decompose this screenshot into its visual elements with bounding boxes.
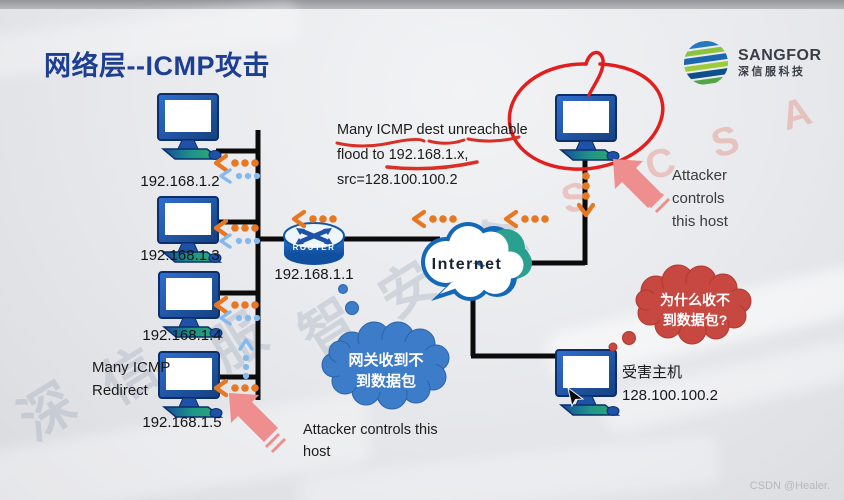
redirect-annotation: Many ICMP Redirect bbox=[92, 356, 170, 402]
icmp-flow-arrow-up bbox=[238, 338, 254, 381]
internet-cloud: Internet bbox=[421, 222, 532, 301]
attacker-note-line: Attacker bbox=[672, 167, 728, 184]
victim-thought-text: 为什么收不 到数据包? bbox=[638, 290, 752, 330]
flood-annotation: Many ICMP dest unreachable flood to 192.… bbox=[337, 118, 528, 193]
victim-labels: 受害主机 128.100.100.2 bbox=[622, 361, 718, 407]
victim-host-label: 受害主机 bbox=[622, 364, 683, 381]
cursor-icon bbox=[567, 386, 585, 408]
computer-icon-victim bbox=[555, 349, 620, 417]
icmp-flow-arrow bbox=[219, 233, 262, 249]
gateway-thought-text: 网关收到不 到数据包 bbox=[328, 350, 444, 392]
host-ip-label: 192.168.1.2 bbox=[140, 173, 220, 190]
icmp-flow-arrow bbox=[216, 381, 259, 395]
csdn-watermark: CSDN @Healer. bbox=[749, 480, 830, 492]
host-ip-label: 192.168.1.4 bbox=[142, 327, 222, 344]
gateway-thought-cloud bbox=[321, 284, 450, 410]
flood-line: flood to 192.168.1.x, bbox=[337, 147, 469, 163]
redirect-line: Redirect bbox=[92, 382, 148, 399]
pink-arrow-attacker-bottom bbox=[229, 393, 287, 454]
router-label: ROUTER bbox=[293, 243, 336, 252]
attacker-note-line: this host bbox=[672, 213, 728, 230]
redirect-line: Many ICMP bbox=[92, 359, 171, 376]
attacker-note-line: Attacker controls this bbox=[303, 422, 438, 438]
router-icon: ROUTER bbox=[283, 222, 345, 265]
red-underline-annotation bbox=[335, 135, 521, 171]
router-ip-label: 192.168.1.1 bbox=[274, 266, 354, 283]
victim-thought-line: 为什么收不 bbox=[660, 292, 730, 308]
attacker-note-line: host bbox=[303, 444, 331, 460]
red-circle-annotation bbox=[507, 50, 665, 171]
gateway-thought-line: 网关收到不 bbox=[348, 352, 424, 369]
internet-label: Internet bbox=[432, 256, 503, 273]
computer-icon-attacker bbox=[555, 94, 620, 162]
background-top-strip bbox=[0, 0, 844, 9]
flood-line: src=128.100.100.2 bbox=[337, 172, 458, 188]
icmp-flow-arrow bbox=[506, 212, 549, 226]
globe-icon bbox=[682, 40, 730, 86]
attacker-bottom-annotation: Attacker controls this host bbox=[303, 419, 438, 463]
router-arrowheads bbox=[295, 228, 333, 245]
sangfor-logo: SANGFOR 深信服科技 bbox=[682, 40, 822, 86]
host-ip-label: 192.168.1.3 bbox=[140, 247, 220, 264]
router-cross-arrows bbox=[299, 228, 329, 244]
computer-icon-lan-host-1 bbox=[157, 93, 222, 161]
attacker-top-annotation: Attacker controls this host bbox=[672, 164, 728, 233]
icmp-flow-arrow bbox=[216, 156, 259, 170]
gateway-thought-line: 到数据包 bbox=[355, 373, 416, 390]
host-ip-label: 192.168.1.5 bbox=[142, 414, 222, 431]
pink-arrow-attacker-top bbox=[613, 159, 671, 214]
victim-ip-label: 128.100.100.2 bbox=[622, 387, 718, 404]
flood-line: Many ICMP dest unreachable bbox=[337, 122, 528, 138]
logo-subtitle: 深信服科技 bbox=[738, 66, 806, 78]
icmp-flow-arrow bbox=[216, 298, 259, 312]
icmp-flow-arrow bbox=[219, 310, 262, 326]
page-title: 网络层--ICMP攻击 bbox=[44, 51, 270, 81]
icmp-flow-arrow bbox=[414, 212, 457, 226]
victim-thought-cloud bbox=[608, 264, 752, 352]
attacker-note-line: controls bbox=[672, 190, 725, 207]
logo-name: SANGFOR bbox=[738, 47, 822, 64]
victim-thought-line: 到数据包? bbox=[662, 312, 728, 328]
